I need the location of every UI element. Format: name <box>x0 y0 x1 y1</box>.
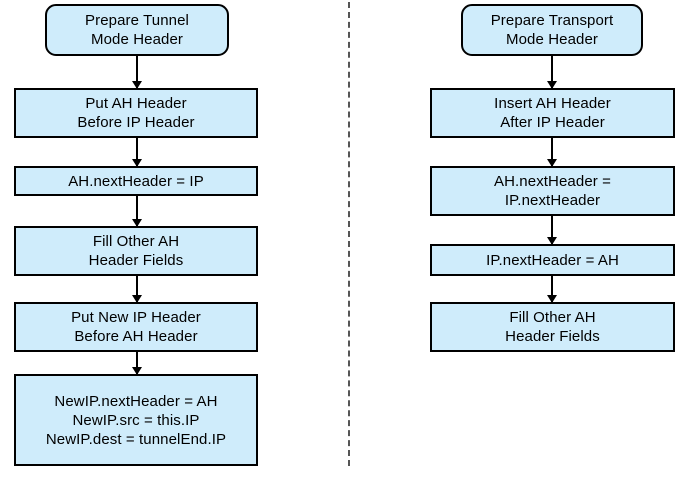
arrow-ip-nextheader-ah-to-fill-other-ah-transport <box>551 276 553 302</box>
node-put-new-ip-header: Put New IP Header Before AH Header <box>14 302 258 352</box>
node-line: NewIP.dest = tunnelEnd.IP <box>45 430 227 448</box>
arrow-fill-other-ah-to-put-new-ip-header <box>136 276 138 302</box>
arrow-tunnel-start-to-put-ah-header <box>136 56 138 88</box>
arrow-ah-nextheader-ip-to-fill-other-ah <box>136 196 138 226</box>
arrow-ah-nextheader-ipnext-to-ip-nextheader-ah <box>551 216 553 244</box>
node-line: Insert AH Header <box>494 95 611 112</box>
node-line: IP.nextHeader <box>504 192 601 209</box>
node-line: NewIP.nextHeader = AH <box>54 392 218 410</box>
node-ah-nextheader-ipnext: AH.nextHeader = IP.nextHeader <box>430 166 675 216</box>
node-transport-start: Prepare Transport Mode Header <box>461 4 643 56</box>
node-line: Prepare Transport <box>490 12 614 29</box>
node-line: Fill Other AH <box>92 233 180 250</box>
node-line: Prepare Tunnel <box>85 12 189 29</box>
node-line: After IP Header <box>500 114 605 131</box>
node-line: Header Fields <box>88 252 184 269</box>
node-line: Fill Other AH <box>509 309 596 326</box>
node-line: Mode Header <box>506 31 598 48</box>
node-fill-other-ah: Fill Other AH Header Fields <box>14 226 258 276</box>
arrow-put-ah-header-to-ah-nextheader-ip <box>136 138 138 166</box>
node-line: Put AH Header <box>85 95 187 112</box>
column-divider <box>348 2 350 466</box>
node-tunnel-start: Prepare Tunnel Mode Header <box>45 4 229 56</box>
arrow-insert-ah-header-to-ah-nextheader-ipnext <box>551 138 553 166</box>
node-line: Mode Header <box>91 31 183 48</box>
node-line: AH.nextHeader = IP <box>68 172 204 190</box>
node-line: Header Fields <box>505 328 600 345</box>
node-line: Put New IP Header <box>71 309 201 326</box>
node-ah-nextheader-ip: AH.nextHeader = IP <box>14 166 258 196</box>
node-line: NewIP.src = this.IP <box>72 411 200 429</box>
node-put-ah-header: Put AH Header Before IP Header <box>14 88 258 138</box>
node-line: Before IP Header <box>77 114 195 131</box>
node-line: AH.nextHeader = <box>494 173 611 190</box>
node-ip-nextheader-ah: IP.nextHeader = AH <box>430 244 675 276</box>
arrow-put-new-ip-header-to-newip-assignments <box>136 352 138 374</box>
node-line: IP.nextHeader = AH <box>486 251 619 269</box>
node-line: Before AH Header <box>74 328 198 345</box>
node-insert-ah-header: Insert AH Header After IP Header <box>430 88 675 138</box>
arrow-transport-start-to-insert-ah-header <box>551 56 553 88</box>
node-fill-other-ah-transport: Fill Other AH Header Fields <box>430 302 675 352</box>
node-newip-assignments: NewIP.nextHeader = AH NewIP.src = this.I… <box>14 374 258 466</box>
